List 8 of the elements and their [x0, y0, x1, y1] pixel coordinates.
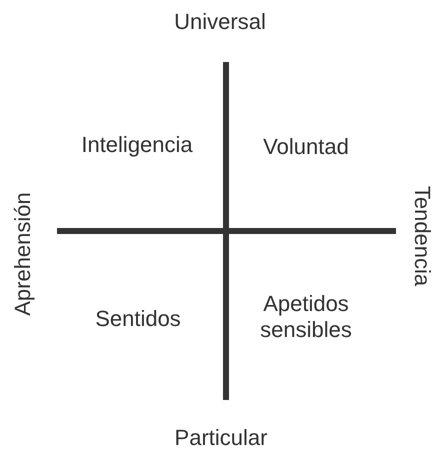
axis-label: Aprehensión — [10, 192, 36, 316]
quadrant-label: Sentidos — [95, 306, 181, 332]
axis-label: Tendencia — [409, 186, 435, 286]
axis-label: Universal — [174, 9, 266, 35]
quadrant-label: Voluntad — [263, 134, 349, 160]
quadrant-label: Apetidos sensibles — [259, 291, 353, 343]
axis-label: Particular — [174, 425, 268, 451]
quadrant-label: Inteligencia — [81, 132, 193, 158]
